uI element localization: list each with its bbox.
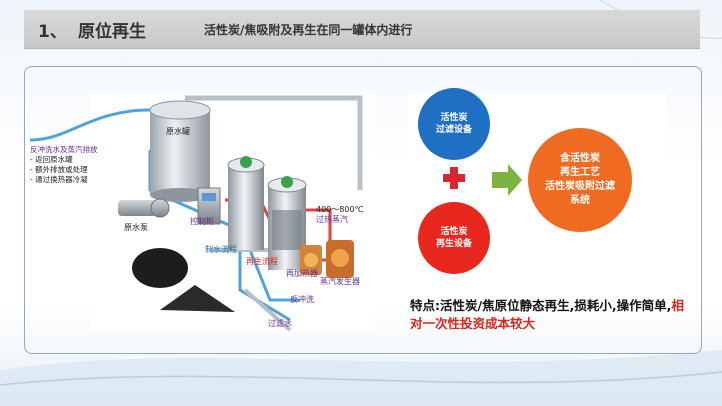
label-steam-temperature: 400～800℃ <box>316 205 364 214</box>
carbon-pile-image <box>160 285 235 312</box>
raw-water-pump <box>118 198 170 218</box>
regeneration-equipment-label: 活性炭 再生设备 <box>435 227 472 249</box>
slide-header: 1、 原位再生 活性炭/焦吸附及再生在同一罐体内进行 <box>24 10 700 49</box>
label-raw-water-pump: 原水泵 <box>124 223 148 232</box>
regeneration-equipment-circle <box>418 202 490 274</box>
label-steam-generator: 蒸汽发生器 <box>320 277 360 286</box>
arrow-right-icon <box>492 164 522 196</box>
filter-equipment-circle <box>418 88 490 160</box>
content-frame <box>24 66 702 354</box>
filter-tank-1 <box>227 156 265 250</box>
steam-generator <box>326 240 354 278</box>
activated-carbon-sample <box>132 248 188 288</box>
label-filtered-water: 过滤水 <box>268 319 292 328</box>
section-number: 1、 <box>38 22 67 42</box>
label-raw-water-tank: 原水罐 <box>166 127 190 136</box>
label-control-cabinet: 控制柜 <box>190 217 214 226</box>
raw-water-tank <box>149 100 211 202</box>
feature-description: 特点:活性炭/焦原位静态再生,损耗小,操作简单,相对一次性投资成本较大 <box>410 297 695 333</box>
label-regeneration-process: 再生流程 <box>246 257 278 266</box>
discharge-note-title: 反冲洗水及蒸汽排放 <box>30 145 98 154</box>
section-subtitle: 活性炭/焦吸附及再生在同一罐体内进行 <box>204 23 413 37</box>
feature-prefix: 特点: <box>410 298 440 313</box>
label-backwash: 反冲洗 <box>290 295 314 304</box>
feature-text: 活性炭/焦原位静态再生,损耗小,操作简单, <box>440 298 672 313</box>
discharge-note-item: - 额外排放或处理 <box>30 165 88 174</box>
label-water-process: 制水流程 <box>205 245 237 254</box>
result-system-circle <box>528 128 632 232</box>
discharge-note: 反冲洗水及蒸汽排放 - 返回原水罐 - 额外排放或处理 - 通过换热器冷凝 <box>30 145 98 185</box>
discharge-note-item: - 返回原水罐 <box>30 155 73 164</box>
reheater <box>300 245 322 275</box>
result-system-label: 含活性炭 再生工艺 活性炭吸附过滤 系统 <box>545 153 615 206</box>
discharge-note-item: - 通过换热器冷凝 <box>30 175 88 184</box>
plus-icon <box>443 167 465 189</box>
filter-equipment-label: 活性炭 过滤设备 <box>435 113 472 135</box>
filter-tank-2 <box>267 176 307 270</box>
label-superheated-steam: 过热蒸汽 <box>316 215 348 224</box>
feature-highlight: 相对一次性投资成本较大 <box>410 298 684 331</box>
control-cabinet <box>197 187 221 225</box>
section-title: 原位再生 <box>78 22 146 42</box>
label-reheater: 再加热器 <box>286 269 318 278</box>
